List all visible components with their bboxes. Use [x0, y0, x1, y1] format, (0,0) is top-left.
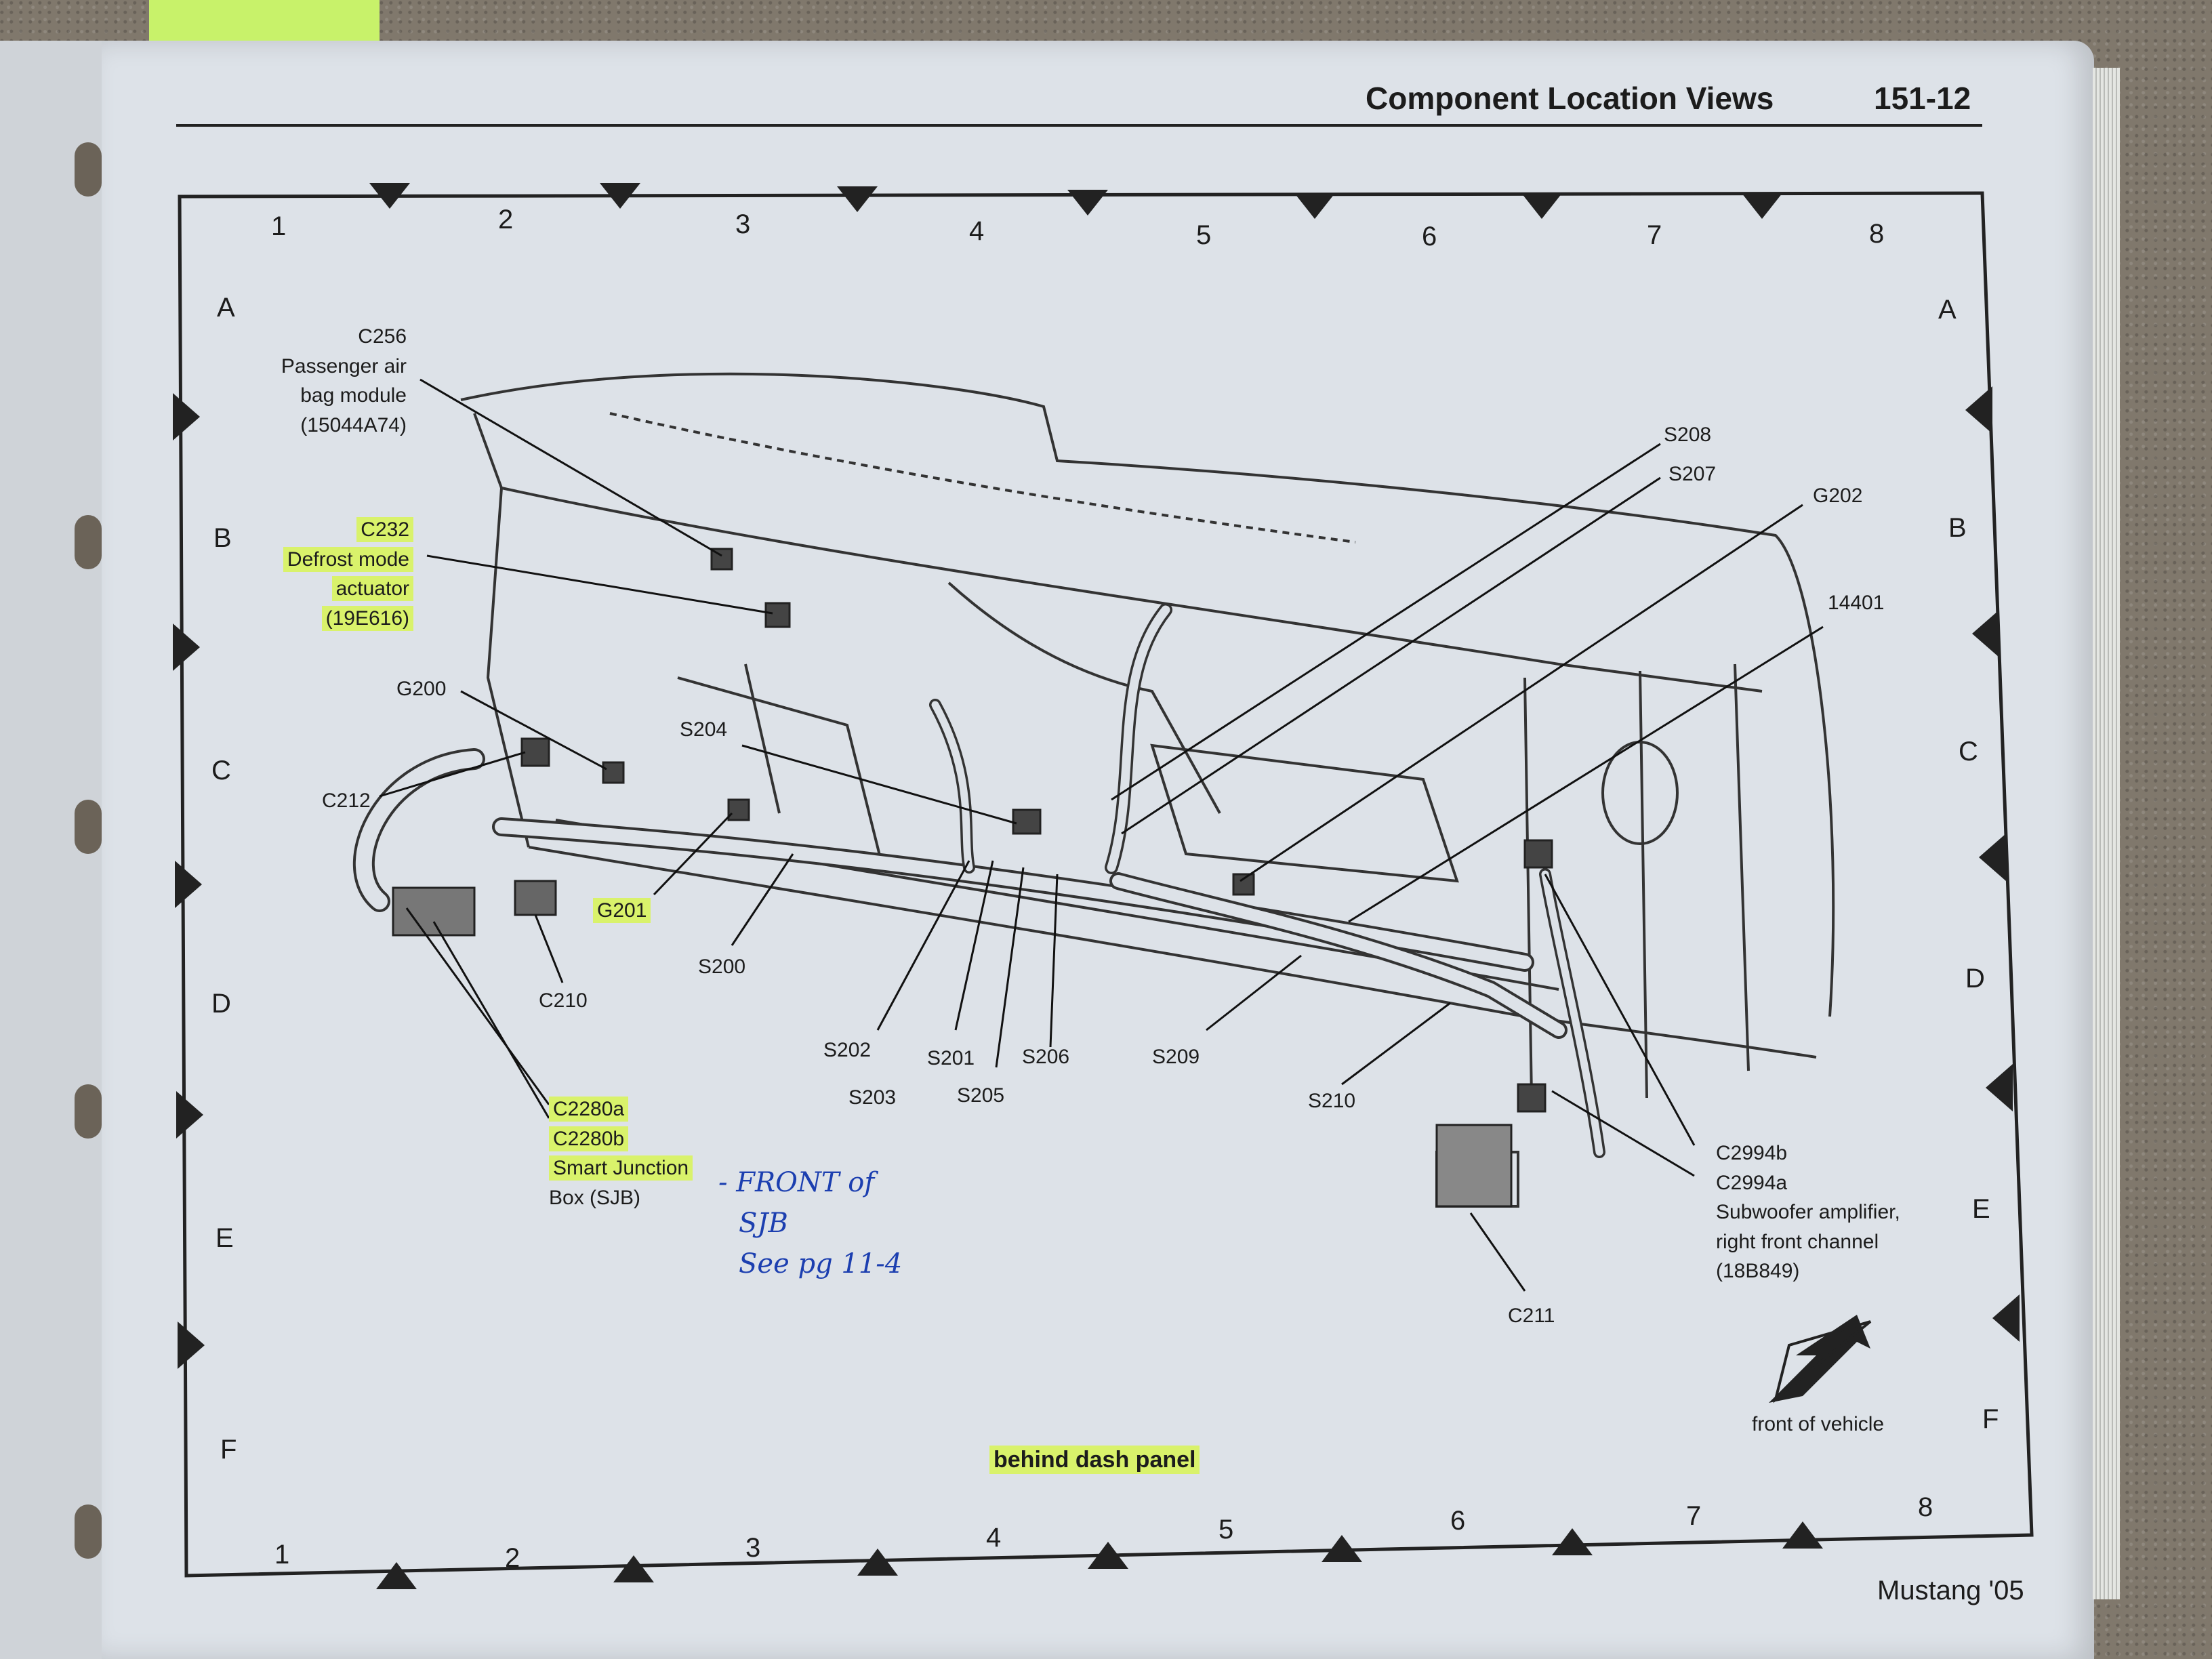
handwritten-note: - FRONT of SJB See pg 11-4 [718, 1167, 903, 1279]
grid-row-right: A [1938, 295, 1957, 325]
grid-col-bottom: 2 [505, 1543, 520, 1573]
grid-row-right: B [1948, 513, 1967, 543]
grid-col-top: 3 [735, 209, 751, 239]
grid-row-left: B [213, 523, 232, 553]
front-arrow-icon [1769, 1315, 1870, 1403]
grid-col-top: 4 [969, 216, 985, 246]
grid-col-top: 2 [498, 205, 514, 234]
label-s210: S210 [1308, 1090, 1356, 1112]
page-title: Component Location Views [1366, 81, 1774, 116]
grid-col-top: 5 [1196, 220, 1212, 250]
grid-row-right: E [1972, 1194, 1990, 1224]
grid-col-top: 6 [1422, 222, 1437, 251]
grid-row-right: F [1982, 1404, 1999, 1434]
binder-hole [75, 1504, 102, 1559]
binder-hole [75, 1084, 102, 1139]
label-behind-dash: behind dash panel [989, 1443, 1200, 1477]
grid-col-top: 8 [1869, 219, 1885, 249]
grid-col-bottom: 6 [1450, 1506, 1466, 1536]
grid-col-bottom: 1 [274, 1540, 290, 1570]
grid-col-top: 1 [271, 211, 287, 241]
label-sjb: C2280a C2280b Smart Junction Box (SJB) [549, 1094, 693, 1212]
grid-markers [173, 183, 2020, 1589]
label-14401: 14401 [1828, 592, 1885, 614]
manual-page [102, 41, 2094, 1659]
label-s205: S205 [957, 1084, 1005, 1107]
grid-row-left: E [216, 1223, 234, 1253]
label-front-of-vehicle: front of vehicle [1752, 1413, 1885, 1435]
grid-row-left: D [211, 989, 231, 1019]
label-c232: C232 Defrost mode actuator (19E616) [264, 515, 413, 633]
grid-row-right: C [1959, 737, 1978, 766]
label-g202: G202 [1813, 485, 1863, 507]
label-s206: S206 [1022, 1046, 1070, 1068]
page-stack-edge [2093, 68, 2120, 1599]
grid-col-bottom: 8 [1918, 1492, 1933, 1522]
grid-row-left: A [217, 293, 235, 323]
label-c211: C211 [1508, 1305, 1555, 1327]
grid-row-left: C [211, 756, 231, 785]
grid-col-bottom: 5 [1218, 1515, 1234, 1544]
binder-hole [75, 515, 102, 569]
label-s202: S202 [823, 1039, 872, 1061]
page-number: 151-12 [1874, 81, 1971, 116]
label-s204: S204 [680, 718, 728, 741]
label-c212: C212 [322, 790, 371, 812]
grid-row-left: F [220, 1435, 237, 1465]
grid-col-bottom: 4 [986, 1523, 1002, 1553]
sticky-tab [149, 0, 380, 41]
label-g200: G200 [396, 678, 447, 700]
label-s209: S209 [1152, 1046, 1200, 1068]
label-s203: S203 [848, 1086, 897, 1109]
label-s200: S200 [698, 956, 746, 978]
grid-row-right: D [1965, 964, 1985, 994]
label-s201: S201 [927, 1047, 975, 1069]
footer-model: Mustang '05 [1877, 1576, 2024, 1605]
leader-lines [379, 378, 1824, 1292]
binder-hole [75, 142, 102, 197]
connectors [392, 548, 1553, 1208]
binder-hole [75, 800, 102, 854]
grid-col-bottom: 7 [1686, 1501, 1702, 1531]
label-g201: G201 [593, 896, 651, 926]
label-s208: S208 [1664, 424, 1712, 446]
grid-col-bottom: 3 [745, 1533, 761, 1563]
grid-col-top: 7 [1647, 220, 1662, 250]
label-c210: C210 [539, 989, 588, 1012]
label-s207: S207 [1668, 463, 1717, 485]
